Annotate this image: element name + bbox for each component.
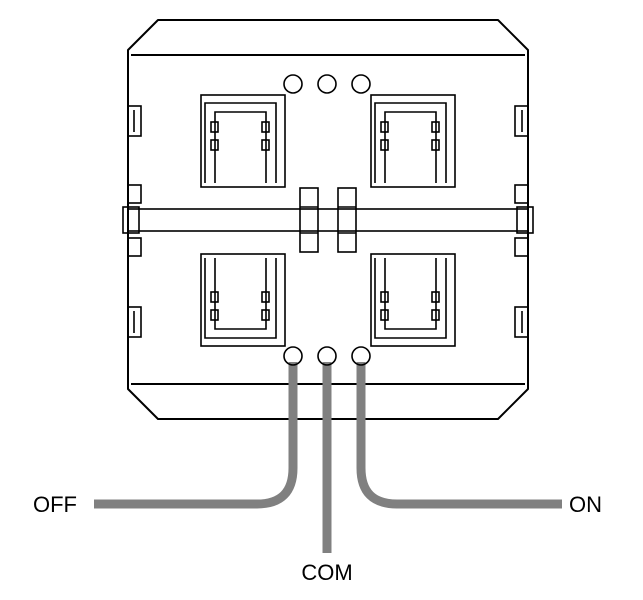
com-label: COM xyxy=(301,560,352,585)
on-terminal xyxy=(351,346,371,366)
mounting-bar xyxy=(127,208,529,232)
wires xyxy=(94,362,562,553)
top-terminal-left xyxy=(283,74,303,94)
upper-left-slot xyxy=(200,94,286,188)
top-terminal-right xyxy=(351,74,371,94)
on-label: ON xyxy=(569,492,602,517)
switch-housing xyxy=(127,19,529,420)
right-side-clips xyxy=(514,105,529,338)
top-terminals xyxy=(283,74,371,94)
top-terminal-center xyxy=(317,74,337,94)
com-terminal xyxy=(317,346,337,366)
left-bar-tab xyxy=(122,206,140,234)
upper-right-slot xyxy=(370,94,456,188)
right-center-clamp xyxy=(337,187,357,253)
bottom-terminals xyxy=(283,346,371,366)
on-wire xyxy=(356,362,562,509)
lower-left-slot xyxy=(200,253,286,347)
off-wire xyxy=(94,362,298,509)
lower-right-slot xyxy=(370,253,456,347)
off-label: OFF xyxy=(33,492,77,517)
off-terminal xyxy=(283,346,303,366)
left-side-clips xyxy=(127,105,142,338)
switch-body xyxy=(122,19,534,420)
left-center-clamp xyxy=(299,187,319,253)
right-bar-tab xyxy=(516,206,534,234)
